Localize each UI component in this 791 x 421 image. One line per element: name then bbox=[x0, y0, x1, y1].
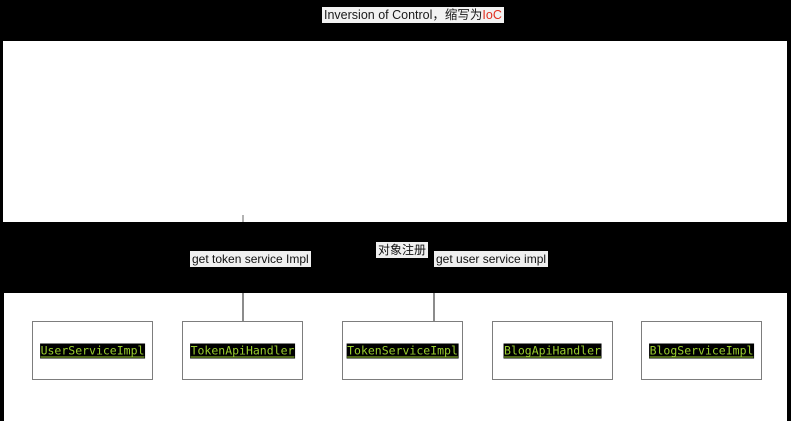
node-label: TokenServiceImpl bbox=[346, 343, 459, 359]
edge-label-object-register: 对象注册 bbox=[376, 242, 429, 258]
page-title: Inversion of Control，缩写为IoC bbox=[322, 7, 504, 23]
node-user-service-impl[interactable]: UserServiceImpl bbox=[32, 321, 153, 380]
node-blog-api-handler[interactable]: BlogApiHandler bbox=[492, 321, 613, 380]
title-bar: Inversion of Control，缩写为IoC bbox=[0, 0, 791, 32]
node-label: UserServiceImpl bbox=[39, 343, 146, 359]
node-label: BlogApiHandler bbox=[503, 343, 602, 359]
node-label: TokenApiHandler bbox=[189, 343, 296, 359]
page-title-accent: IoC bbox=[482, 8, 502, 22]
edge-label-get-user-service-impl: get user service impl bbox=[434, 251, 549, 267]
node-label: BlogServiceImpl bbox=[648, 343, 755, 359]
edge-label-get-token-service-impl: get token service Impl bbox=[190, 251, 311, 267]
connector-line-user bbox=[433, 293, 435, 322]
node-blog-service-impl[interactable]: BlogServiceImpl bbox=[641, 321, 762, 380]
node-token-api-handler[interactable]: TokenApiHandler bbox=[182, 321, 303, 380]
upper-diagram-panel bbox=[3, 41, 787, 222]
node-token-service-impl[interactable]: TokenServiceImpl bbox=[342, 321, 463, 380]
connector-stub-icon bbox=[242, 215, 244, 223]
connector-line-token bbox=[242, 293, 244, 322]
page-title-prefix: Inversion of Control，缩写为 bbox=[324, 8, 483, 22]
